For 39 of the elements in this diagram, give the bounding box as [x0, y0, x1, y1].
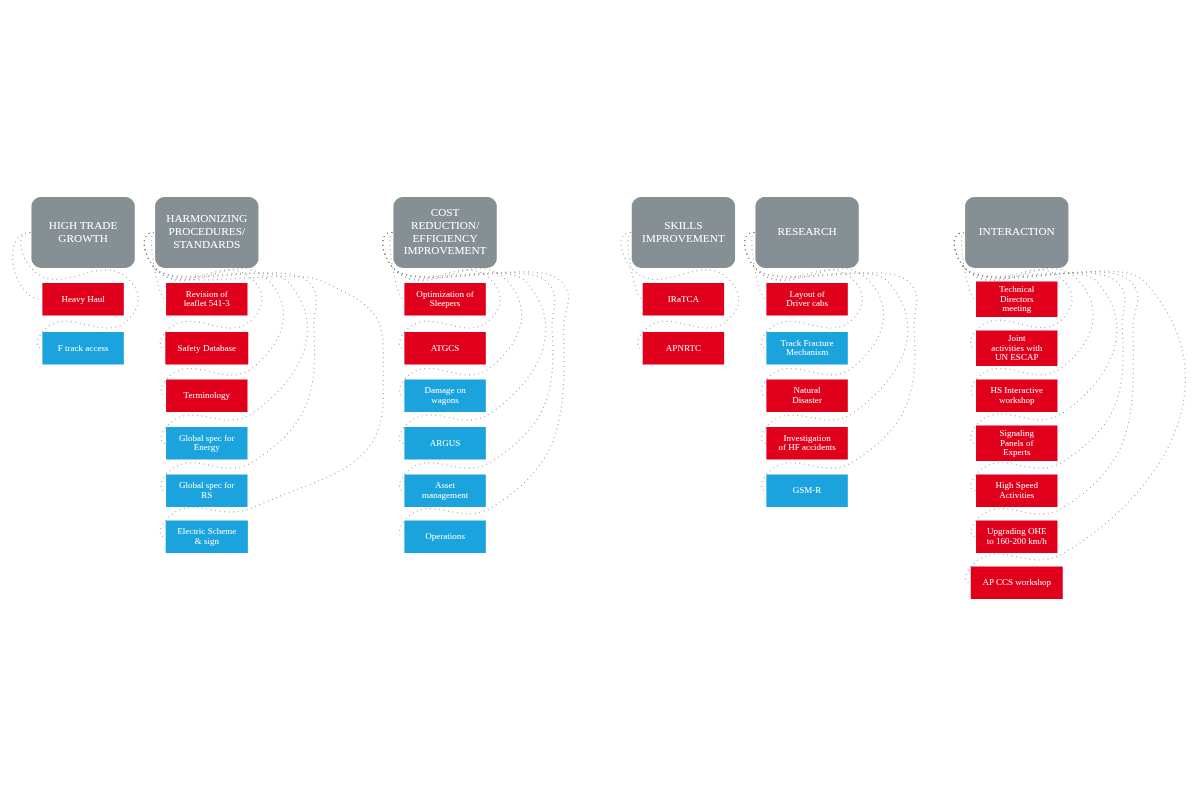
node-box: Electric Scheme & sign [165, 520, 248, 553]
connector [744, 231, 918, 492]
node-box: High Speed Activities [976, 474, 1058, 507]
node-box: HIGH TRADE GROWTH [31, 197, 135, 268]
node-box: Damage on wagons [404, 379, 486, 412]
node-box: Operations [404, 520, 486, 553]
node-box: Asset management [404, 474, 486, 507]
node-box: Heavy Haul [42, 283, 124, 316]
node-box: Technical Directors meeting [976, 281, 1058, 317]
node-box: F track access [42, 332, 124, 365]
node-box: Investigation of HF accidents [766, 427, 848, 460]
node-box: SKILLS IMPROVEMENT [631, 197, 736, 268]
node-box: ARGUS [404, 427, 486, 460]
node-box: Upgrading OHE to 160-200 km/h [976, 520, 1058, 553]
node-box: COST REDUCTION/ EFFICIENCY IMPROVEMENT [393, 197, 497, 268]
connector [620, 231, 740, 349]
node-box: Safety Database [165, 332, 249, 365]
connector [20, 231, 139, 349]
node-box: Global spec for RS [166, 474, 248, 507]
node-box: Optimization of Sleepers [404, 283, 486, 316]
node-box: INTERACTION [965, 197, 1069, 268]
node-box: Revision of leaflet 541-3 [166, 283, 248, 316]
node-box: HS Interactive workshop [976, 379, 1058, 412]
node-box: Joint activities with UN ESCAP [976, 330, 1058, 366]
node-box: APNRTC [642, 332, 725, 365]
node-box: ATGCS [404, 332, 486, 365]
node-box: Signaling Panels of Experts [976, 425, 1058, 461]
node-box: HARMONIZING PROCEDURES/ STANDARDS [155, 197, 259, 268]
node-box: RESEARCH [755, 197, 859, 268]
node-box: AP CCS workshop [970, 566, 1063, 599]
node-box: Terminology [166, 379, 248, 412]
connector [382, 231, 569, 538]
node-box: Global spec for Energy [166, 427, 248, 460]
connector [953, 231, 1186, 584]
node-box: Track Fracture Mechanism [766, 332, 848, 365]
node-box: Natural Disaster [766, 379, 848, 412]
node-box: IRaTCA [642, 283, 725, 316]
node-box: GSM-R [766, 474, 848, 507]
node-box: Layout of Driver cabs [766, 283, 848, 316]
